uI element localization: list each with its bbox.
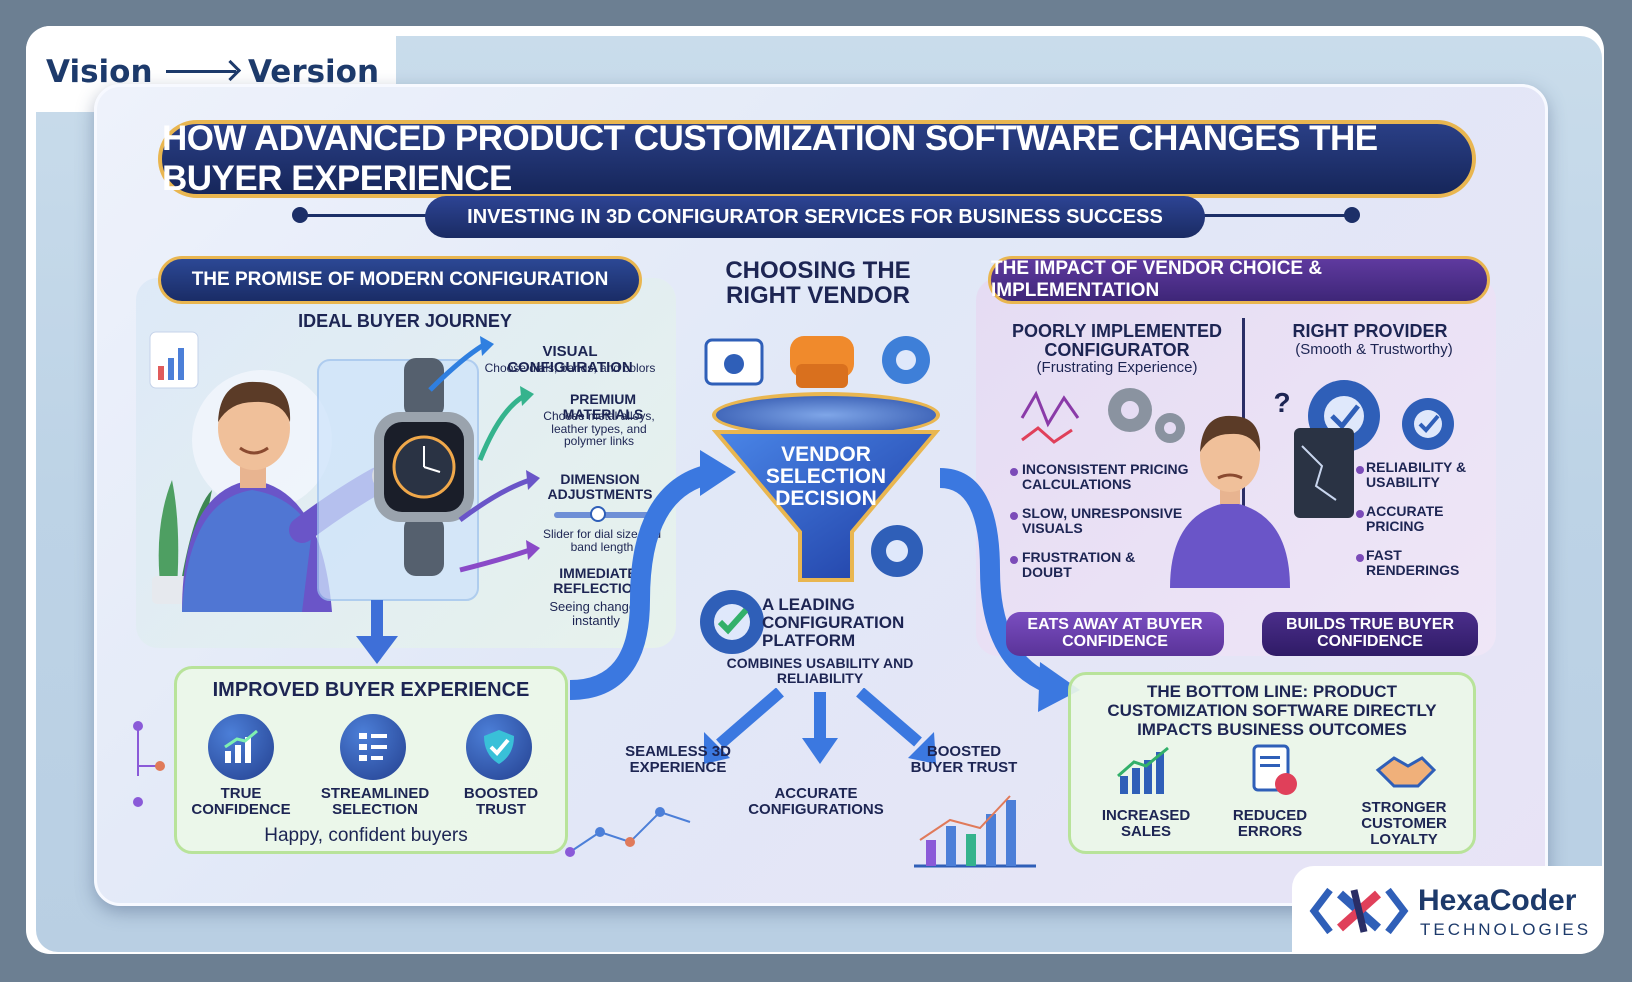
eats-confidence-badge: EATS AWAY AT BUYER CONFIDENCE: [1006, 612, 1224, 656]
good-item-2: ACCURATE PRICING: [1366, 503, 1444, 534]
feature-3-title: DIMENSION ADJUSTMENTS: [547, 471, 653, 502]
ideal-journey-heading: IDEAL BUYER JOURNEY: [298, 311, 512, 331]
card-item-1: TRUE CONFIDENCE: [191, 785, 291, 818]
sales-chart-icon: [1117, 746, 1169, 794]
funnel-icon: [712, 430, 940, 582]
feature-2-desc: Choose metal alloys, leather types, and …: [543, 409, 655, 449]
title-banner: HOW ADVANCED PRODUCT CUSTOMIZATION SOFTW…: [158, 119, 1476, 198]
section-pill-right: THE IMPACT OF VENDOR CHOICE & IMPLEMENTA…: [988, 256, 1490, 304]
improved-card-title: IMPROVED BUYER EXPERIENCE: [212, 679, 530, 701]
bullet-dot-icon: [1356, 554, 1364, 562]
outcome-arrows: [704, 688, 936, 764]
poor-title: POORLY IMPLEMENTED CONFIGURATOR: [1011, 321, 1223, 360]
frustrated-person-illustration: [1170, 415, 1290, 588]
logo-name: HexaCoder: [1418, 884, 1577, 917]
feature-1-title: VISUAL CONFIGURATION: [507, 343, 633, 376]
subtitle-dot-right: [1344, 207, 1360, 223]
funnel-label: VENDOR SELECTION DECISION: [765, 443, 887, 511]
shield-check-icon: [466, 714, 532, 780]
builds-confidence-badge: BUILDS TRUE BUYER CONFIDENCE: [1262, 612, 1478, 656]
reduced-errors-icon: [1252, 744, 1297, 795]
decorative-bar-chart-icon: [914, 795, 1036, 868]
subtitle-banner: INVESTING IN 3D CONFIGURATOR SERVICES FO…: [425, 196, 1205, 238]
builds-confidence-label: BUILDS TRUE BUYER CONFIDENCE: [1285, 616, 1454, 650]
poor-item-1: INCONSISTENT PRICING CALCULATIONS: [1022, 461, 1189, 492]
eats-confidence-label: EATS AWAY AT BUYER CONFIDENCE: [1027, 616, 1203, 650]
broken-gears-icon: [1020, 388, 1185, 444]
page-title: HOW ADVANCED PRODUCT CUSTOMIZATION SOFTW…: [162, 119, 1378, 198]
feature-1-desc: Choose dials, bands, and colors: [484, 361, 656, 375]
question-mark-icon: ?: [1273, 387, 1291, 418]
poor-item-3: FRUSTRATION & DOUBT: [1022, 549, 1136, 580]
good-item-1: RELIABILITY & USABILITY: [1366, 459, 1467, 490]
bottom-item-3: STRONGER CUSTOMER LOYALTY: [1361, 799, 1447, 848]
hexacoder-logo-icon: [1309, 887, 1409, 935]
center-title: CHOOSING THE RIGHT VENDOR: [725, 257, 911, 310]
section-pill-left: THE PROMISE OF MODERN CONFIGURATION: [158, 256, 642, 304]
bullet-dot-icon: [1010, 556, 1018, 564]
feature-arrows: [428, 336, 540, 573]
card-item-3: BOOSTED TRUST: [463, 785, 539, 818]
growth-chart-icon: [208, 714, 274, 780]
feature-3-desc: Slider for dial size and band length: [542, 527, 662, 554]
section-left-title: THE PROMISE OF MODERN CONFIGURATION: [191, 269, 609, 290]
feature-4-title: IMMEDIATE REFLECTION: [553, 565, 643, 596]
poor-subtitle: (Frustrating Experience): [1036, 359, 1198, 376]
good-subtitle: (Smooth & Trustworthy): [1295, 341, 1453, 358]
checkmark-gear-icon: [700, 590, 764, 654]
wrench-gear-icon: [871, 525, 923, 577]
good-item-3: FAST RENDERINGS: [1366, 547, 1460, 578]
arrow-right-icon: [166, 70, 236, 73]
subtitle-dot-left: [292, 207, 308, 223]
platform-title: A LEADING CONFIGURATION PLATFORM: [762, 595, 905, 650]
platform-desc: COMBINES USABILITY AND RELIABILITY: [726, 655, 914, 686]
bullet-dot-icon: [1010, 468, 1018, 476]
flow-arrows: [569, 450, 1080, 712]
bullet-dot-icon: [1356, 466, 1364, 474]
logo-box: [1292, 866, 1602, 954]
handshake-icon: [1375, 756, 1437, 788]
logo-sub: TECHNOLOGIES: [1420, 920, 1592, 939]
bottom-item-1: INCREASED SALES: [1101, 807, 1191, 840]
subtitle-text: INVESTING IN 3D CONFIGURATOR SERVICES FO…: [467, 205, 1163, 228]
vendor-icons: [704, 336, 930, 388]
feature-4-desc: Seeing changes instantly: [549, 599, 643, 628]
slider-thumb-icon: [590, 506, 606, 522]
outcome-1: SEAMLESS 3D EXPERIENCE: [625, 743, 731, 776]
buyer-illustration: [149, 331, 479, 612]
cracked-screen-icon: [1294, 428, 1354, 518]
bottom-line-title: THE BOTTOM LINE: PRODUCT CUSTOMIZATION S…: [1107, 682, 1437, 740]
good-title: RIGHT PROVIDER: [1292, 321, 1448, 341]
feature-2-title: PREMIUM MATERIALS: [562, 391, 644, 422]
down-arrow-icon: [356, 600, 398, 664]
poor-item-2: SLOW, UNRESPONSIVE VISUALS: [1022, 505, 1183, 536]
checklist-icon: [340, 714, 406, 780]
section-right-title: THE IMPACT OF VENDOR CHOICE & IMPLEMENTA…: [991, 258, 1323, 301]
card-footer: Happy, confident buyers: [264, 825, 468, 846]
bottom-item-2: REDUCED ERRORS: [1232, 807, 1308, 840]
bullet-dot-icon: [1010, 512, 1018, 520]
outcome-3: BOOSTED BUYER TRUST: [910, 743, 1018, 776]
outcome-2: ACCURATE CONFIGURATIONS: [748, 785, 884, 818]
decorative-network-icon: [565, 807, 691, 857]
decorative-nodes-icon: [133, 721, 165, 807]
bullet-dot-icon: [1356, 510, 1364, 518]
card-item-2: STREAMLINED SELECTION: [320, 785, 430, 818]
